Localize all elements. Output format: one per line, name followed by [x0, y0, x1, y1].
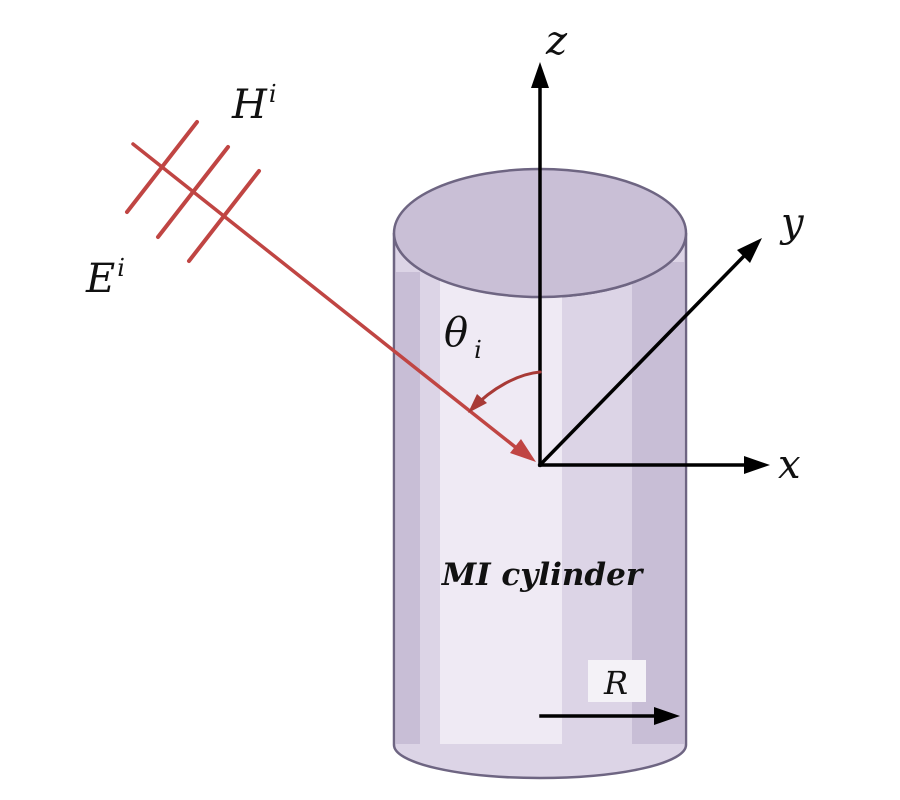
x-axis-label: x [778, 442, 801, 488]
y-axis-label-text: y [779, 200, 805, 246]
e-field-label: Ei [85, 254, 125, 302]
incidence-angle [468, 370, 542, 413]
theta-subscript: i [474, 336, 482, 364]
theta-arc-arrowhead [468, 394, 487, 413]
wavefront-tick-1 [125, 120, 199, 214]
radius-indicator: R [539, 660, 680, 725]
x-axis-label-text: x [778, 442, 801, 488]
e-field-label-text: E [85, 256, 115, 302]
wavefront-tick-3 [187, 169, 261, 263]
incident-ray-arrowhead [510, 439, 536, 462]
z-axis-label: z [545, 18, 568, 64]
z-axis-label-text: z [545, 18, 568, 64]
wavefront-tick-2 [156, 145, 230, 239]
radius-arrowhead [654, 707, 680, 725]
radius-label-box [588, 660, 646, 702]
z-axis-arrowhead [531, 62, 549, 88]
e-field-superscript: i [117, 254, 125, 282]
incident-ray [131, 142, 521, 452]
coordinate-axes [531, 62, 770, 474]
cylinder-caption: MI cylinder [441, 557, 645, 593]
y-axis-arrowhead [737, 238, 762, 263]
y-axis [537, 252, 748, 468]
x-axis-arrowhead [744, 456, 770, 474]
cylinder-shade-left [396, 272, 420, 744]
h-field-label-text: H [231, 82, 268, 128]
radius-label-text: R [603, 664, 628, 702]
radius-label: R [603, 664, 628, 702]
y-axis-label: y [779, 200, 805, 246]
mi-cylinder [392, 167, 688, 780]
incident-wave [125, 120, 536, 462]
h-field-superscript: i [269, 80, 277, 108]
theta-label-text: θ [444, 310, 468, 356]
h-field-label: Hi [231, 80, 277, 128]
